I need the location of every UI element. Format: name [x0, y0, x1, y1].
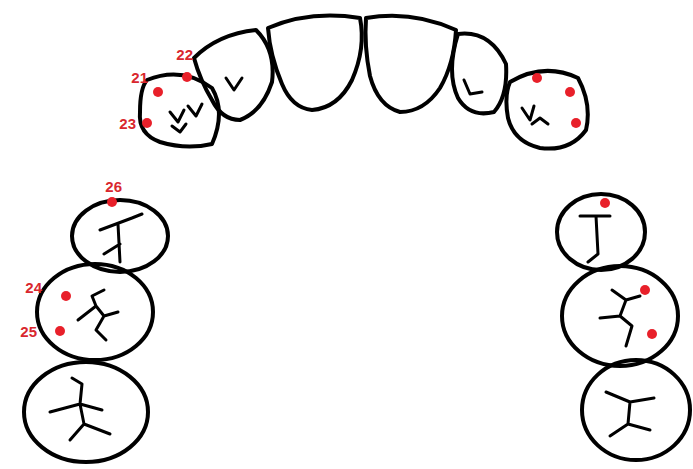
- callout-number: 22: [176, 47, 193, 62]
- callout-number: 21: [131, 70, 148, 85]
- callout-number: 26: [105, 179, 122, 194]
- callout-number: 23: [119, 116, 136, 131]
- callout-number: 25: [20, 324, 37, 339]
- callout-number: 24: [25, 280, 42, 295]
